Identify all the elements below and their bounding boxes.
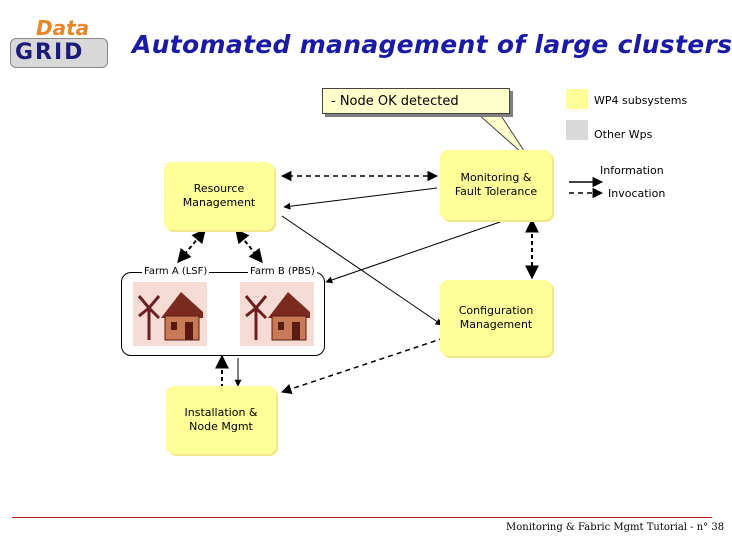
legend-wp4-label: WP4 subsystems	[594, 94, 688, 107]
monitoring-label: Monitoring & Fault Tolerance	[454, 171, 538, 198]
installation-label: Installation & Node Mgmt	[184, 406, 258, 433]
configuration-label: Configuration Management	[458, 304, 534, 331]
farms-group	[121, 272, 325, 356]
resource-management-label: Resource Management	[182, 182, 256, 209]
logo-data-text: Data	[36, 16, 90, 40]
datagrid-logo: GRID	[10, 38, 108, 68]
resource-farm-b-link	[235, 228, 263, 264]
legend-wp4-swatch	[566, 89, 588, 109]
farm-a-label: Farm A (LSF)	[142, 266, 210, 277]
resource-management-box: Resource Management	[164, 162, 274, 230]
logo-grid-text: GRID	[15, 40, 85, 65]
callout-pointer	[476, 113, 531, 161]
installation-box: Installation & Node Mgmt	[166, 386, 276, 454]
farm-b-picture	[240, 282, 314, 346]
legend-other-label: Other Wps	[594, 128, 653, 141]
configuration-box: Configuration Management	[440, 280, 552, 356]
farm-b-icon	[244, 284, 310, 344]
resource-farm-a-link	[177, 228, 206, 264]
legend-invocation-label: Invocation	[608, 187, 666, 200]
page-title: Automated management of large clusters	[132, 30, 732, 59]
node-ok-callout: - Node OK detected	[322, 88, 510, 114]
footer-divider	[12, 517, 712, 518]
legend-information-label: Information	[600, 164, 664, 177]
farm-a-icon	[137, 284, 203, 344]
farm-a-picture	[133, 282, 207, 346]
footer-text: Monitoring & Fabric Mgmt Tutorial - n° 3…	[506, 522, 725, 533]
configuration-installation-invocation	[281, 337, 445, 394]
legend-other-swatch	[566, 120, 588, 140]
monitoring-farms-information	[325, 221, 501, 284]
monitoring-resource-information	[283, 187, 438, 210]
resource-configuration-information	[281, 215, 443, 326]
farm-b-label: Farm B (PBS)	[248, 266, 317, 277]
monitoring-box: Monitoring & Fault Tolerance	[440, 150, 552, 220]
